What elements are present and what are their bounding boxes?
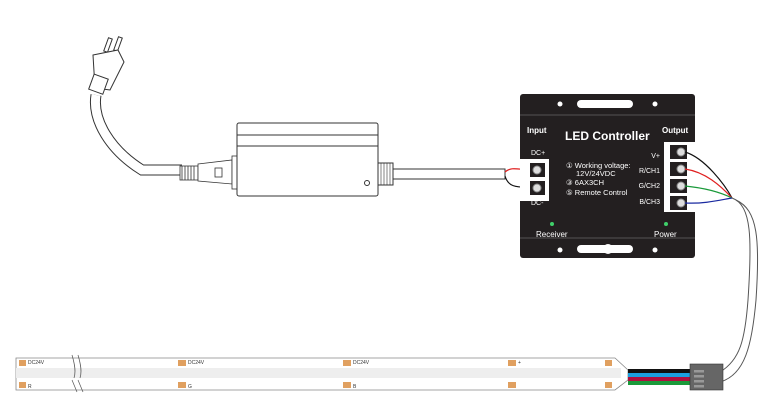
strip-connector (628, 363, 724, 391)
spec-line: 12V/24VDC (576, 169, 616, 178)
pad-label: G (188, 384, 192, 390)
spec-line: ① Working voltage: (566, 161, 631, 170)
output-terminal (664, 142, 695, 212)
output-label-g: G/CH2 (639, 183, 661, 190)
led-controller: Input LED Controller Output DC+ DC- ① Wo… (520, 94, 695, 258)
pad-label: R (28, 384, 32, 390)
pad-label: B (353, 384, 357, 390)
voltage-label: DC24V (28, 360, 45, 366)
power-label: Power (654, 230, 677, 239)
controller-title: LED Controller (565, 129, 650, 143)
input-terminal (520, 159, 549, 201)
output-wires (684, 151, 733, 204)
power-led (664, 222, 668, 226)
output-label: Output (662, 126, 689, 135)
receiver-label: Receiver (536, 230, 568, 239)
dc-cable (392, 168, 506, 180)
ac-connector (179, 155, 239, 190)
voltage-label: DC24V (188, 360, 205, 366)
power-adapter (236, 122, 394, 197)
spec-line: ③ 6AX3CH (566, 178, 604, 187)
receiver-led (550, 222, 554, 226)
voltage-label: DC24V (353, 360, 370, 366)
strip-pads (19, 360, 612, 388)
dc-minus-label: DC- (531, 200, 544, 207)
pad-label: + (518, 360, 521, 366)
power-plug (88, 36, 125, 95)
led-strip: DC24V DC24V DC24V R G B + (15, 354, 629, 393)
dc-plus-label: DC+ (531, 150, 545, 157)
output-label-b: B/CH3 (639, 199, 660, 206)
strip-cable (719, 197, 751, 373)
output-label-r: R/CH1 (639, 168, 660, 175)
output-label-v: V+ (651, 153, 660, 160)
input-label: Input (527, 126, 547, 135)
spec-line: ⑤ Remote Control (566, 188, 628, 197)
